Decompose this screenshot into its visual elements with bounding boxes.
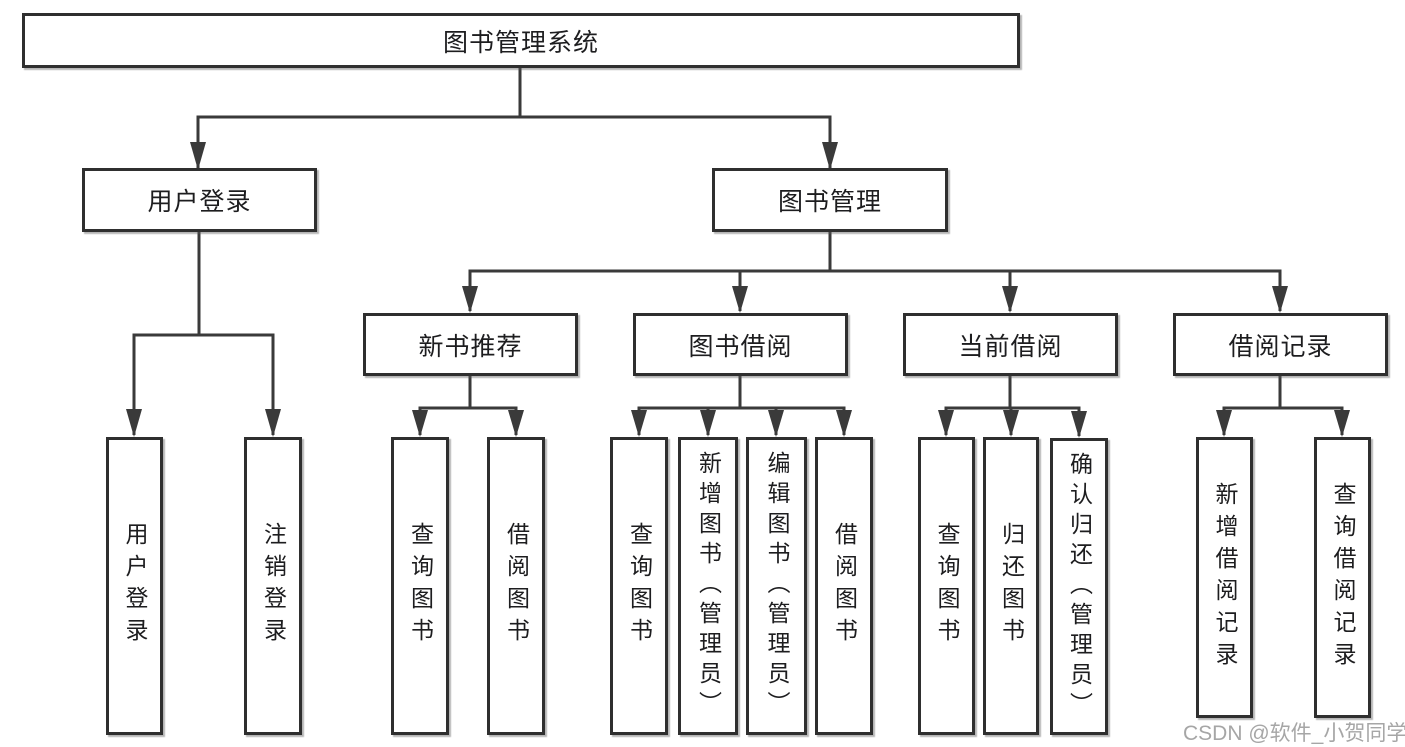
node-book-management: 图书管理 xyxy=(712,168,948,232)
node-borrow-records: 借阅记录 xyxy=(1173,313,1388,376)
leaf-user-login: 用户登录 xyxy=(106,437,163,735)
leaf-records-add-record: 新增借阅记录 xyxy=(1196,437,1253,718)
leaf-borrow-edit-book-admin: 编辑图书（管理员） xyxy=(746,437,807,735)
leaf-current-query-book: 查询图书 xyxy=(918,437,975,735)
node-user-login: 用户登录 xyxy=(82,168,317,232)
node-book-borrow: 图书借阅 xyxy=(633,313,848,376)
leaf-current-return-book: 归还图书 xyxy=(983,437,1039,735)
node-new-book-recommend: 新书推荐 xyxy=(363,313,578,376)
leaf-current-confirm-return-admin: 确认归还（管理员） xyxy=(1050,438,1108,735)
watermark: CSDN @软件_小贺同学 xyxy=(1183,722,1405,745)
node-library-management-system: 图书管理系统 xyxy=(22,13,1020,68)
leaf-recommend-borrow-book: 借阅图书 xyxy=(487,437,545,735)
leaf-recommend-query-book: 查询图书 xyxy=(391,437,449,735)
leaf-borrow-borrow-book: 借阅图书 xyxy=(815,437,873,735)
node-current-borrow: 当前借阅 xyxy=(903,313,1118,376)
leaf-borrow-add-book-admin: 新增图书（管理员） xyxy=(678,437,738,735)
leaf-records-query-record: 查询借阅记录 xyxy=(1314,437,1371,718)
leaf-logout: 注销登录 xyxy=(244,437,302,735)
leaf-borrow-query-book: 查询图书 xyxy=(610,437,668,735)
